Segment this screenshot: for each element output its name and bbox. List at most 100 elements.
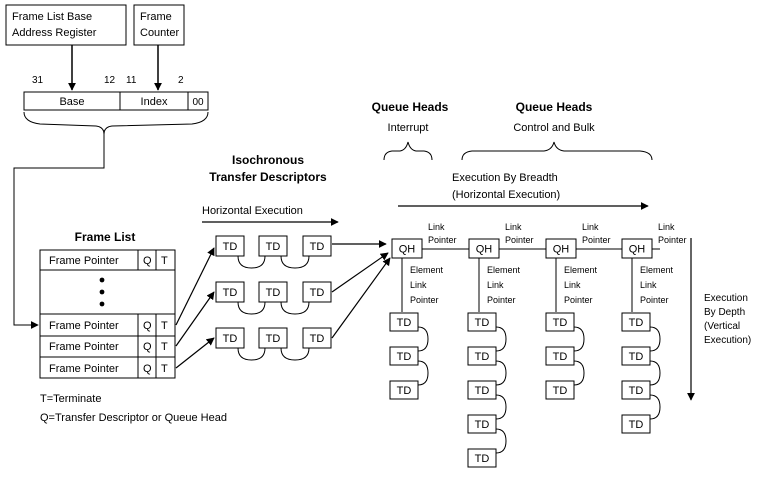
- td-vertical-loop: [495, 428, 507, 454]
- queue-td-label: TD: [553, 351, 568, 363]
- queue-td-box: [467, 414, 497, 434]
- frame-list-title: Frame List: [75, 230, 136, 244]
- frame-t-1: T: [161, 255, 168, 267]
- queue-td: TD: [621, 312, 651, 332]
- queue-td-label: TD: [475, 351, 490, 363]
- td-vertical-loop: [495, 360, 507, 386]
- frame-counter-label-2: Counter: [140, 27, 179, 39]
- iso-td: TD: [258, 235, 288, 257]
- td-vertical-loop: [417, 326, 429, 352]
- frame-to-td-arrow: [175, 247, 215, 326]
- queue-td-box: [621, 380, 651, 400]
- queue-td-box: [621, 346, 651, 366]
- iso-td-box: [258, 235, 288, 257]
- frame-list-base-register: Frame List Base Address Register: [5, 4, 127, 46]
- iso-td-label: TD: [310, 333, 325, 345]
- link-pointer-label: Pointer: [658, 235, 687, 245]
- bit-31: 31: [32, 75, 44, 86]
- iso-td-label: TD: [266, 241, 281, 253]
- queue-td-label: TD: [475, 419, 490, 431]
- address-index: Index: [141, 96, 168, 108]
- iso-td-box: [302, 281, 332, 303]
- td-link-loop: [280, 347, 310, 361]
- td-link-loop: [237, 347, 266, 361]
- queue-head-label: QH: [553, 244, 570, 256]
- td-vertical-loop: [649, 326, 661, 352]
- link-pointer-label: Pointer: [505, 235, 534, 245]
- queue-td: TD: [467, 414, 497, 434]
- link-pointer-label: Link: [505, 222, 522, 232]
- queue-td-box: [467, 346, 497, 366]
- depth-label-3: (Vertical: [704, 321, 740, 332]
- frame-pointer-2: Frame Pointer: [49, 320, 119, 332]
- element-link-pointer-label: Element: [640, 265, 674, 275]
- iso-td-box: [302, 235, 332, 257]
- frame-q-1: Q: [143, 255, 152, 267]
- queue-head-label: QH: [629, 244, 646, 256]
- legend-terminate: T=Terminate: [40, 393, 101, 405]
- element-link-pointer-label: Pointer: [410, 295, 439, 305]
- frame-pointer-1: Frame Pointer: [49, 255, 119, 267]
- queue-head-layer: QHElementLinkPointerLinkPointerQHElement…: [389, 222, 687, 468]
- depth-label-4: Execution): [704, 335, 751, 346]
- ellipsis-dot: [99, 301, 105, 307]
- frame-to-td-arrow: [175, 291, 215, 347]
- iso-td: TD: [302, 235, 332, 257]
- queue-heads-control-title: Queue Heads: [516, 100, 593, 114]
- queue-td-box: [467, 448, 497, 468]
- iso-td: TD: [302, 281, 332, 303]
- queue-td-label: TD: [475, 317, 490, 329]
- iso-td-box: [302, 327, 332, 349]
- td-link-loop: [237, 301, 266, 315]
- breadth-label-2: (Horizontal Execution): [452, 189, 560, 201]
- queue-td: TD: [467, 312, 497, 332]
- ellipsis-dot: [99, 277, 105, 283]
- queue-td-box: [621, 312, 651, 332]
- base-register-label-1: Frame List Base: [12, 11, 92, 23]
- iso-td-label: TD: [223, 287, 238, 299]
- queue-td: TD: [389, 346, 419, 366]
- queue-td-box: [389, 346, 419, 366]
- queue-td-box: [545, 380, 575, 400]
- iso-td-box: [215, 281, 245, 303]
- td-link-loop: [280, 301, 310, 315]
- link-pointer-label: Link: [428, 222, 445, 232]
- link-pointer-label: Pointer: [428, 235, 457, 245]
- iso-td-label: TD: [310, 287, 325, 299]
- queue-td: TD: [621, 414, 651, 434]
- control-bulk-brace: [461, 141, 653, 161]
- queue-td-label: TD: [397, 385, 412, 397]
- queue-td-label: TD: [397, 317, 412, 329]
- iso-td: TD: [215, 235, 245, 257]
- iso-td-box: [258, 281, 288, 303]
- iso-td-label: TD: [223, 241, 238, 253]
- iso-td-label: TD: [266, 287, 281, 299]
- queue-td-label: TD: [475, 385, 490, 397]
- frame-q-2: Q: [143, 320, 152, 332]
- queue-td: TD: [467, 380, 497, 400]
- queue-td-label: TD: [553, 385, 568, 397]
- queue-head: QH: [621, 238, 653, 259]
- interrupt-brace: [383, 141, 433, 161]
- queue-heads-interrupt-title: Queue Heads: [372, 100, 449, 114]
- iso-td: TD: [215, 327, 245, 349]
- frame-t-4: T: [161, 363, 168, 375]
- element-link-pointer-label: Link: [410, 280, 427, 290]
- queue-td: TD: [389, 312, 419, 332]
- element-link-pointer-label: Link: [564, 280, 581, 290]
- frame-q-3: Q: [143, 341, 152, 353]
- link-pointer-label: Link: [582, 222, 599, 232]
- element-link-pointer-label: Pointer: [564, 295, 593, 305]
- iso-td: TD: [302, 327, 332, 349]
- queue-td-label: TD: [629, 317, 644, 329]
- frame-q-4: Q: [143, 363, 152, 375]
- queue-heads-control-label: Control and Bulk: [513, 122, 595, 134]
- queue-td-label: TD: [629, 385, 644, 397]
- iso-td-box: [215, 235, 245, 257]
- iso-td-label: TD: [223, 333, 238, 345]
- bit-11: 11: [126, 75, 137, 86]
- queue-td-label: TD: [553, 317, 568, 329]
- frame-to-td-arrow: [175, 337, 215, 369]
- queue-td-box: [389, 380, 419, 400]
